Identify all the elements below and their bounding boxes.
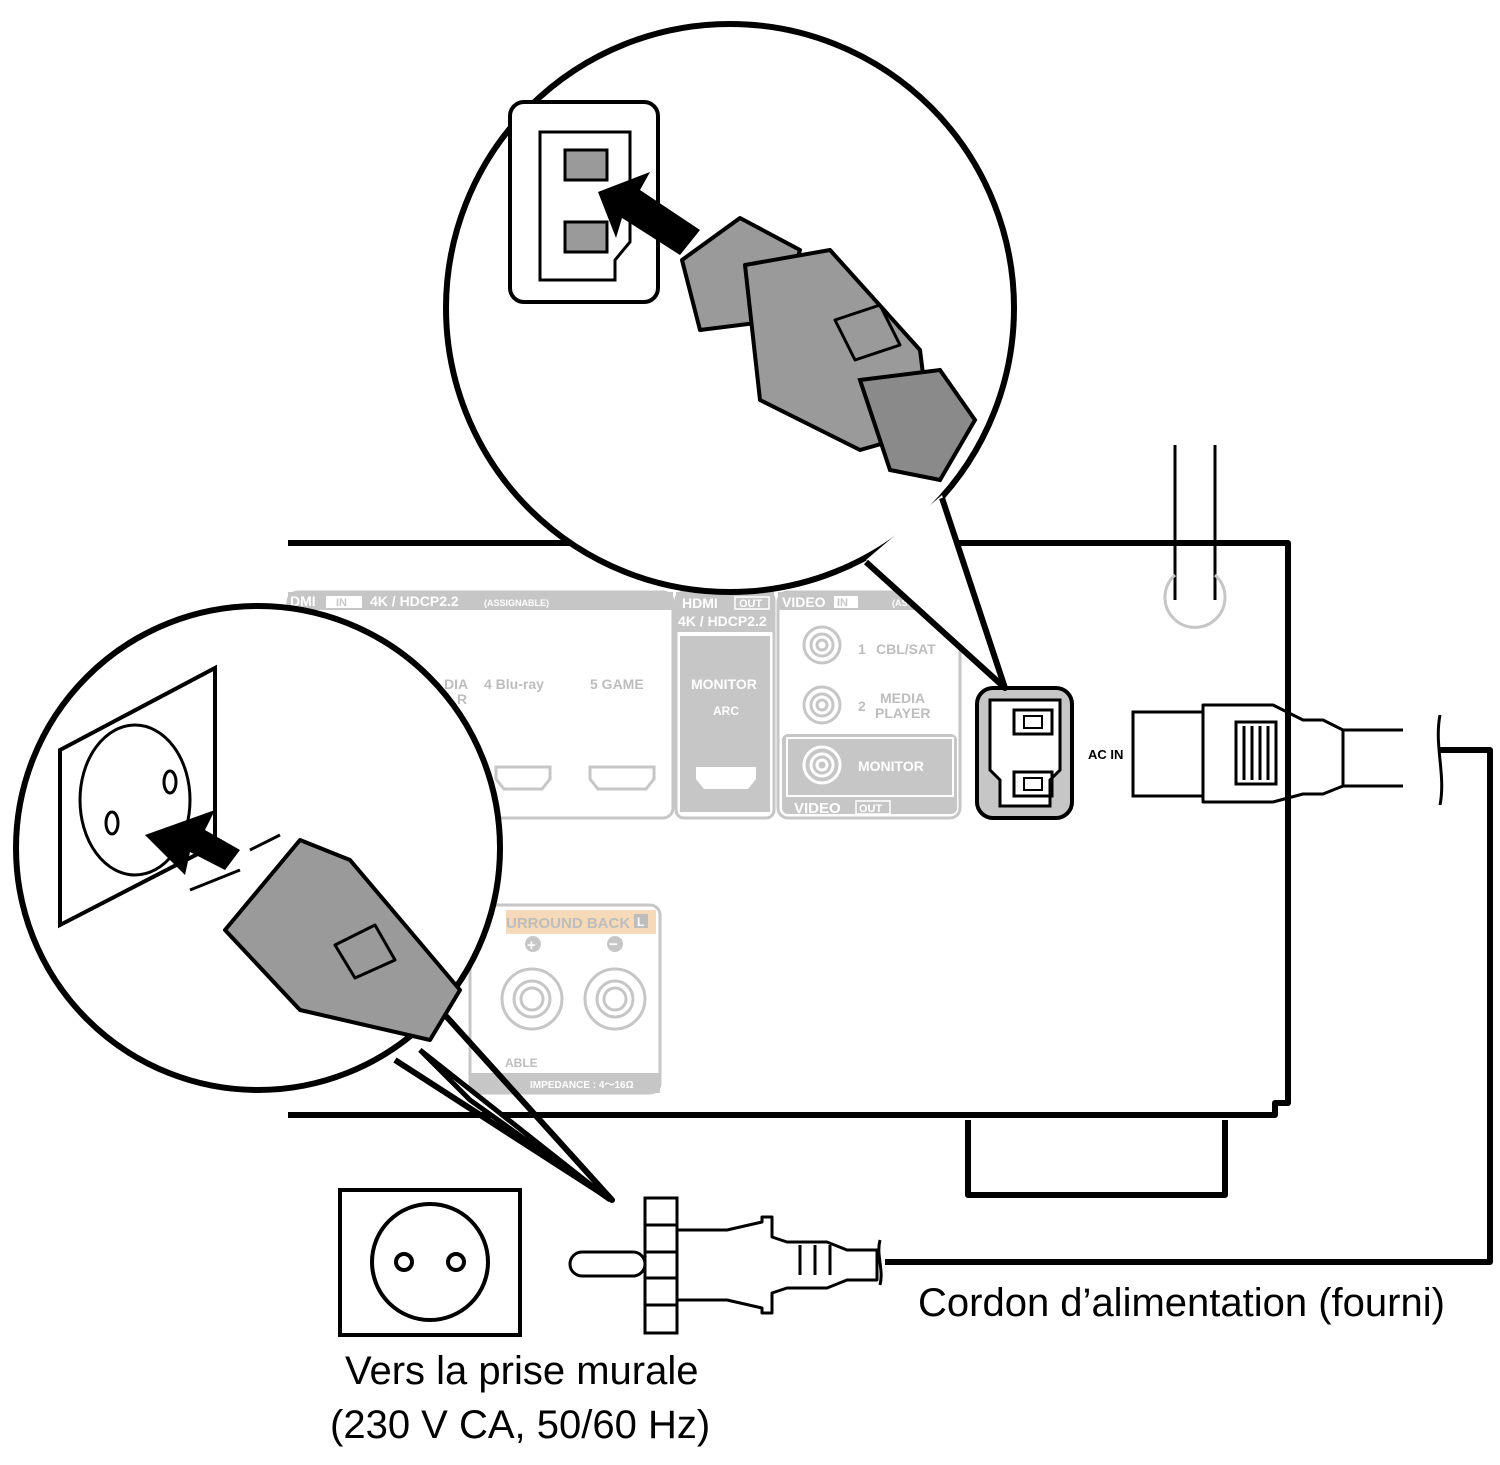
- hdmi-in-spec: 4K / HDCP2.2: [370, 593, 459, 609]
- assignable-label: ABLE: [505, 1056, 538, 1070]
- surround-back-badge: L: [637, 915, 644, 929]
- video-in-header: VIDEO: [782, 594, 826, 610]
- impedance-label: IMPEDANCE : 4～16Ω: [530, 1080, 634, 1091]
- iec-plug: [1131, 703, 1444, 806]
- hdmi-out-port: [696, 767, 756, 789]
- surround-back-label: URROUND BACK: [506, 915, 630, 932]
- video-out-monitor-label: MONITOR: [858, 758, 924, 774]
- insert-arrow-icon: [598, 172, 700, 255]
- hdmi-in-4-label: 4 Blu-ray: [484, 676, 544, 692]
- speaker-terminal-plus: [500, 967, 564, 1031]
- hdmi-out-arc-label: ARC: [713, 704, 739, 718]
- magnified-view-wall-outlet: [13, 603, 615, 1203]
- video-in-assignable: (ASS: [892, 598, 914, 608]
- insert-arrow-icon-2: [145, 810, 240, 875]
- wall-outlet-caption-line2: (230 V CA, 50/60 Hz): [330, 1403, 710, 1447]
- receiver-foot: [965, 1120, 1228, 1198]
- video-in-2-label-1: MEDIA: [880, 690, 925, 706]
- hdmi-in-badge: IN: [336, 597, 347, 609]
- video-in-2-label-2: PLAYER: [875, 705, 931, 721]
- hdmi-in-5-port: [588, 765, 656, 791]
- power-cord-caption: Cordon d’alimentation (fourni): [918, 1281, 1445, 1325]
- hdmi-in-5-label: 5 GAME: [590, 676, 644, 692]
- magnified-view-iec-connection: [443, 21, 1017, 691]
- hdmi-out-header: HDMI: [682, 595, 718, 611]
- video-in-2-jack: [802, 685, 842, 725]
- hdmi-out-monitor-label: MONITOR: [691, 676, 757, 692]
- video-in-1-jack: [802, 625, 842, 665]
- video-out-badge: OUT: [859, 803, 883, 815]
- plus-symbol: +: [527, 937, 536, 954]
- hdmi-in-4-port: [494, 765, 552, 791]
- video-in-1-num: 1: [858, 641, 866, 657]
- wall-outlet-caption-line1: Vers la prise murale: [345, 1349, 698, 1393]
- hdmi-in-3-label: DIA: [444, 676, 468, 692]
- hdmi-out-spec: 4K / HDCP2.2: [678, 613, 767, 629]
- video-in-badge: IN: [837, 597, 848, 609]
- minus-symbol: −: [609, 936, 618, 953]
- antenna: [1173, 445, 1217, 600]
- video-in-1-label: CBL/SAT: [876, 641, 936, 657]
- hdmi-in-assignable: (ASSIGNABLE): [484, 598, 549, 608]
- hdmi-out-badge: OUT: [739, 598, 763, 610]
- video-out-header: VIDEO: [794, 800, 841, 817]
- hdmi-in-header: DMI: [290, 593, 316, 609]
- power-cord: [885, 747, 1493, 1265]
- hdmi-in-3-label-2: R: [457, 691, 467, 707]
- speaker-terminal-minus: [583, 967, 647, 1031]
- euro-plug: [568, 1196, 883, 1335]
- ac-in-label: AC IN: [1088, 747, 1123, 762]
- video-in-2-num: 2: [858, 698, 866, 714]
- wall-outlet-icon: [338, 1188, 522, 1337]
- video-out-jack: [802, 745, 842, 785]
